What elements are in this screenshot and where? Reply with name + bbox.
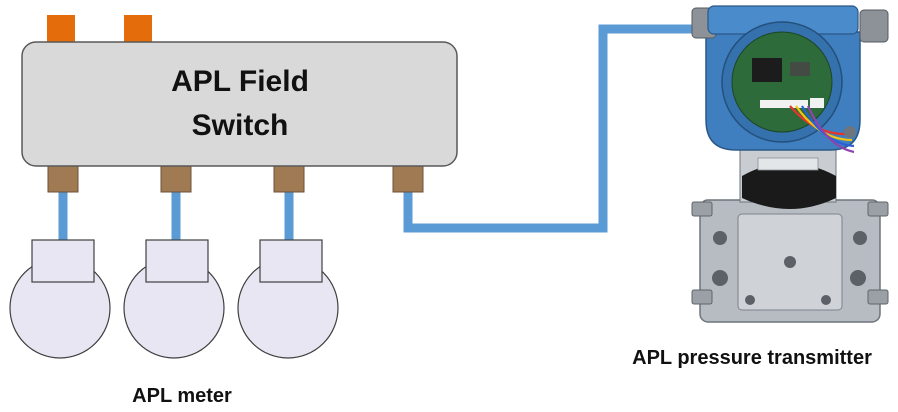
- transmitter-cable: [403, 24, 722, 233]
- switch-label-line2: Switch: [192, 109, 289, 142]
- port-icon: [273, 165, 305, 193]
- port-icon: [392, 165, 424, 193]
- meter-caption: APL meter: [132, 385, 232, 407]
- meter-icon: [123, 239, 225, 359]
- power-terminal-icon: [124, 15, 152, 43]
- apl-field-switch: [21, 41, 458, 167]
- port-icon: [160, 165, 192, 193]
- pressure-transmitter-icon: [691, 5, 889, 323]
- meter-icon: [9, 239, 111, 359]
- switch-ports: [47, 165, 424, 193]
- port-icon: [47, 165, 79, 193]
- cables: [58, 24, 722, 240]
- meter-icon: [237, 239, 339, 359]
- transmitter-caption: APL pressure transmitter: [632, 347, 872, 369]
- switch-label-line1: APL Field: [171, 65, 309, 98]
- power-terminal-icon: [47, 15, 75, 43]
